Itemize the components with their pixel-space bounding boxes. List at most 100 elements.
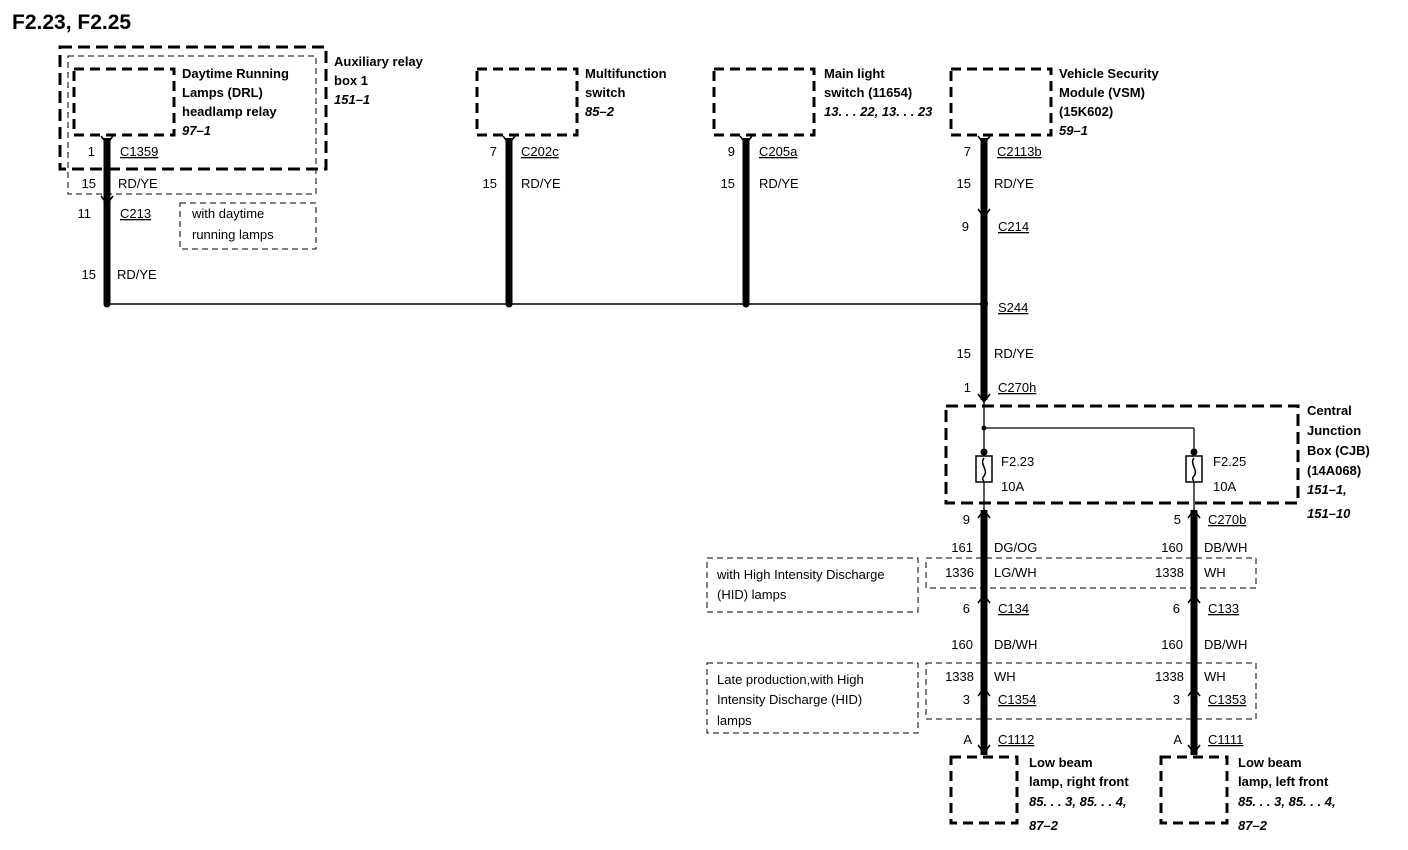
connector-c134: C134	[998, 601, 1029, 616]
bus-dot-mls	[742, 300, 750, 308]
late-hid-option-note-box	[706, 662, 919, 734]
main-light-switch-outline	[712, 67, 816, 137]
c1353-arrow-icon	[1187, 686, 1201, 697]
cjb-name: Central	[1307, 403, 1352, 418]
vsm-ref: 59–1	[1059, 123, 1088, 138]
cjb-outline	[944, 404, 1300, 505]
mls-pin: 9	[728, 144, 735, 159]
main-light-switch-name: Main light	[824, 66, 885, 81]
right-pin-lamp: A	[963, 732, 972, 747]
cjb-name-2: Junction	[1307, 423, 1361, 438]
fuse-f223-rating: 10A	[1001, 479, 1024, 494]
lamp-right-outline	[949, 755, 1019, 825]
main-light-switch-name-2: switch (11654)	[824, 85, 912, 100]
drl-pin2: 11	[78, 206, 92, 221]
right-color-hid: LG/WH	[994, 565, 1037, 580]
right-circuit-a: 161	[951, 540, 973, 555]
drl-relay-ref: 97–1	[182, 123, 211, 138]
splice-s244-dot	[980, 300, 988, 308]
fuse-f223-icon	[975, 455, 993, 483]
left-color-hid: WH	[1204, 565, 1226, 580]
connector-c1359: C1359	[120, 144, 158, 159]
drl-relay-name: Daytime Running	[182, 66, 289, 81]
drl-option-line1: with daytime	[191, 206, 264, 221]
lamp-right-ref-2: 87–2	[1029, 818, 1059, 833]
hid-circuit-region	[925, 557, 1257, 589]
connector-c202c: C202c	[521, 144, 559, 159]
connector-c1354: C1354	[998, 692, 1036, 707]
drl-relay-name-2: Lamps (DRL)	[182, 85, 263, 100]
c2113b-arrow-icon	[977, 135, 991, 146]
left-pin-cjb: 5	[1174, 512, 1181, 527]
f225-top-dot	[1190, 448, 1198, 456]
left-color-late: WH	[1204, 669, 1226, 684]
lamp-left-name: Low beam	[1238, 755, 1302, 770]
lamp-right-name: Low beam	[1029, 755, 1093, 770]
c270-arrow-icon	[977, 508, 991, 519]
left-color-b: DB/WH	[1204, 637, 1247, 652]
connector-c214: C214	[998, 219, 1029, 234]
c1112-arrow-icon	[977, 744, 991, 755]
aux-relay-box-outline	[58, 45, 328, 171]
right-circuit-late: 1338	[945, 669, 974, 684]
hid-option-line2: (HID) lamps	[717, 587, 787, 602]
connector-c213: C213	[120, 206, 151, 221]
multifunction-switch-name: Multifunction	[585, 66, 667, 81]
right-color-a: DG/OG	[994, 540, 1037, 555]
right-pin-cjb: 9	[963, 512, 970, 527]
connector-c270b: C270b	[1208, 512, 1246, 527]
connector-c1112: C1112	[998, 732, 1034, 747]
lamp-right-ref-1: 85. . . 3, 85. . . 4,	[1029, 794, 1127, 809]
left-circuit-b: 160	[1161, 637, 1183, 652]
vsm-pin3: 1	[964, 380, 971, 395]
fuse-f225-label: F2.25	[1213, 454, 1246, 469]
lamp-left-name-2: lamp, left front	[1238, 774, 1329, 789]
connector-c270h: C270h	[998, 380, 1036, 395]
lamp-left-ref-1: 85. . . 3, 85. . . 4,	[1238, 794, 1336, 809]
right-pin-c134: 6	[963, 601, 970, 616]
drl-option-outline	[67, 55, 317, 195]
splice-s244: S244	[998, 300, 1028, 315]
multifunction-switch-ref: 85–2	[585, 104, 615, 119]
mfs-color: RD/YE	[521, 176, 561, 191]
lamp-left-ref-2: 87–2	[1238, 818, 1268, 833]
drl-option-note-box	[179, 202, 317, 250]
drl-circuit2: 15	[82, 267, 96, 282]
connector-c205a: C205a	[759, 144, 798, 159]
vsm-pin2: 9	[962, 219, 969, 234]
right-pin-c1354: 3	[963, 692, 970, 707]
drl-pin1: 1	[88, 144, 95, 159]
multifunction-switch-name-2: switch	[585, 85, 626, 100]
vsm-name-2: Module (VSM)	[1059, 85, 1145, 100]
left-circuit-hid: 1338	[1155, 565, 1184, 580]
main-light-switch-ref: 13. . . 22, 13. . . 23	[824, 104, 933, 119]
right-color-late: WH	[994, 669, 1016, 684]
mfs-pin: 7	[490, 144, 497, 159]
connector-c1353: C1353	[1208, 692, 1246, 707]
connector-c2113b: C2113b	[997, 144, 1042, 159]
vsm-circuit1: 15	[957, 176, 971, 191]
mfs-circuit: 15	[483, 176, 497, 191]
drl-color1: RD/YE	[118, 176, 158, 191]
cjb-ref-2: 151–10	[1307, 506, 1351, 521]
c270h-arrow-icon	[977, 393, 991, 404]
c202c-arrow-icon	[502, 135, 516, 146]
drl-relay-name-3: headlamp relay	[182, 104, 277, 119]
f223-top-dot	[980, 448, 988, 456]
drl-relay-outline	[72, 67, 176, 137]
c213-arrow-icon	[100, 195, 114, 206]
left-color-a: DB/WH	[1204, 540, 1247, 555]
late-hid-option-line1: Late production,with High	[717, 672, 864, 687]
aux-relay-box-name-2: box 1	[334, 73, 368, 88]
c1111-arrow-icon	[1187, 744, 1201, 755]
vsm-outline	[949, 67, 1053, 137]
c1354-arrow-icon	[977, 686, 991, 697]
mls-circuit: 15	[721, 176, 735, 191]
cjb-junction-dot	[981, 425, 987, 431]
vsm-pin1: 7	[964, 144, 971, 159]
drl-option-line2: running lamps	[192, 227, 274, 242]
mls-color: RD/YE	[759, 176, 799, 191]
bus-dot-drl	[103, 300, 111, 308]
vsm-circuit2: 15	[957, 346, 971, 361]
